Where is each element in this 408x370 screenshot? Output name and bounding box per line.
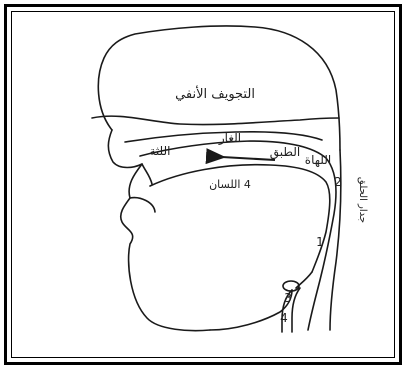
airflow-arrow <box>222 157 275 160</box>
label-nasal-cavity: التجويف الأنفي <box>175 85 255 102</box>
marker-4: 4 <box>280 311 288 325</box>
label-tongue: 4 اللسان <box>209 178 251 191</box>
larynx-tube-inner <box>292 288 300 332</box>
label-velum: اللهاة <box>305 153 331 167</box>
throat-line <box>296 272 312 288</box>
marker-1: 1 <box>316 235 324 249</box>
label-soft-palate: الطبق <box>270 145 300 160</box>
marker-3: 3 <box>284 291 292 305</box>
upper-lip <box>142 164 152 184</box>
label-gum-ridge: اللثة <box>149 144 170 158</box>
label-hard-palate: الغار <box>218 131 241 146</box>
lower-lip <box>130 198 155 212</box>
face-profile <box>108 130 210 331</box>
vocal-folds <box>283 281 299 291</box>
label-pharynx-wall: جدار الحلق <box>357 177 368 223</box>
airflow-passage <box>140 141 336 330</box>
nasal-cavity-floor <box>92 116 339 124</box>
marker-2: 2 <box>334 175 342 189</box>
